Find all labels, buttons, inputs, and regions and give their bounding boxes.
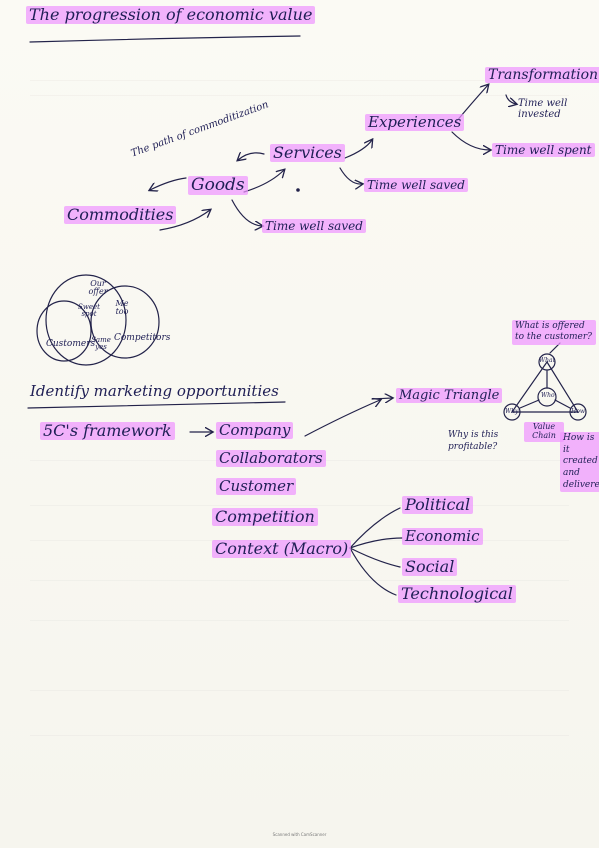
venn-competitors: Competitors <box>114 333 171 343</box>
transformation-label: Transformation <box>485 67 599 83</box>
experiences-label: Experiences <box>365 114 465 131</box>
venn-customers: Customers <box>46 339 96 349</box>
venn-our-offer: Our offer <box>88 279 108 296</box>
pest-technological: Technological <box>398 585 516 603</box>
experiences-time-note: Time well spent <box>492 143 595 157</box>
framework-label: 5C's framework <box>40 422 175 440</box>
footer-watermark: Scanned with CamScanner <box>272 832 327 837</box>
services-label: Services <box>270 144 345 162</box>
triangle-node-how: How <box>571 408 585 415</box>
triangle-node-why: Why <box>505 408 519 415</box>
triangle-how-question: How is it created and delivered? <box>560 432 599 493</box>
five-c-context: Context (Macro) <box>212 540 352 558</box>
five-c-company: Company <box>216 422 294 439</box>
services-time-note: Time well saved <box>364 178 468 192</box>
pest-political: Political <box>402 496 474 514</box>
magic-triangle-label: Magic Triangle <box>396 388 503 403</box>
pest-economic: Economic <box>402 528 483 545</box>
triangle-why-question: Why is this profitable? <box>448 430 499 452</box>
venn-same-yes: Same yes <box>91 336 111 351</box>
marketing-heading: Identify marketing opportunities <box>30 382 279 400</box>
five-c-customer: Customer <box>216 478 297 495</box>
commodities-label: Commodities <box>64 206 177 224</box>
page-title: The progression of economic value <box>26 6 316 24</box>
transformation-time-note: Time well invested <box>518 98 568 120</box>
triangle-node-who: Who <box>541 392 555 399</box>
venn-sweet-spot: Sweet spot <box>78 303 100 318</box>
pest-social: Social <box>402 558 458 576</box>
triangle-value-chain: Value Chain <box>524 422 564 442</box>
five-c-collaborators: Collaborators <box>216 450 326 467</box>
goods-label: Goods <box>188 176 248 195</box>
five-c-competition: Competition <box>212 508 318 526</box>
triangle-top-question: What is offered to the customer? <box>512 320 596 345</box>
goods-time-note: Time well saved <box>262 219 366 233</box>
venn-me-too: Me too <box>115 299 129 316</box>
triangle-node-what: What <box>539 357 556 364</box>
